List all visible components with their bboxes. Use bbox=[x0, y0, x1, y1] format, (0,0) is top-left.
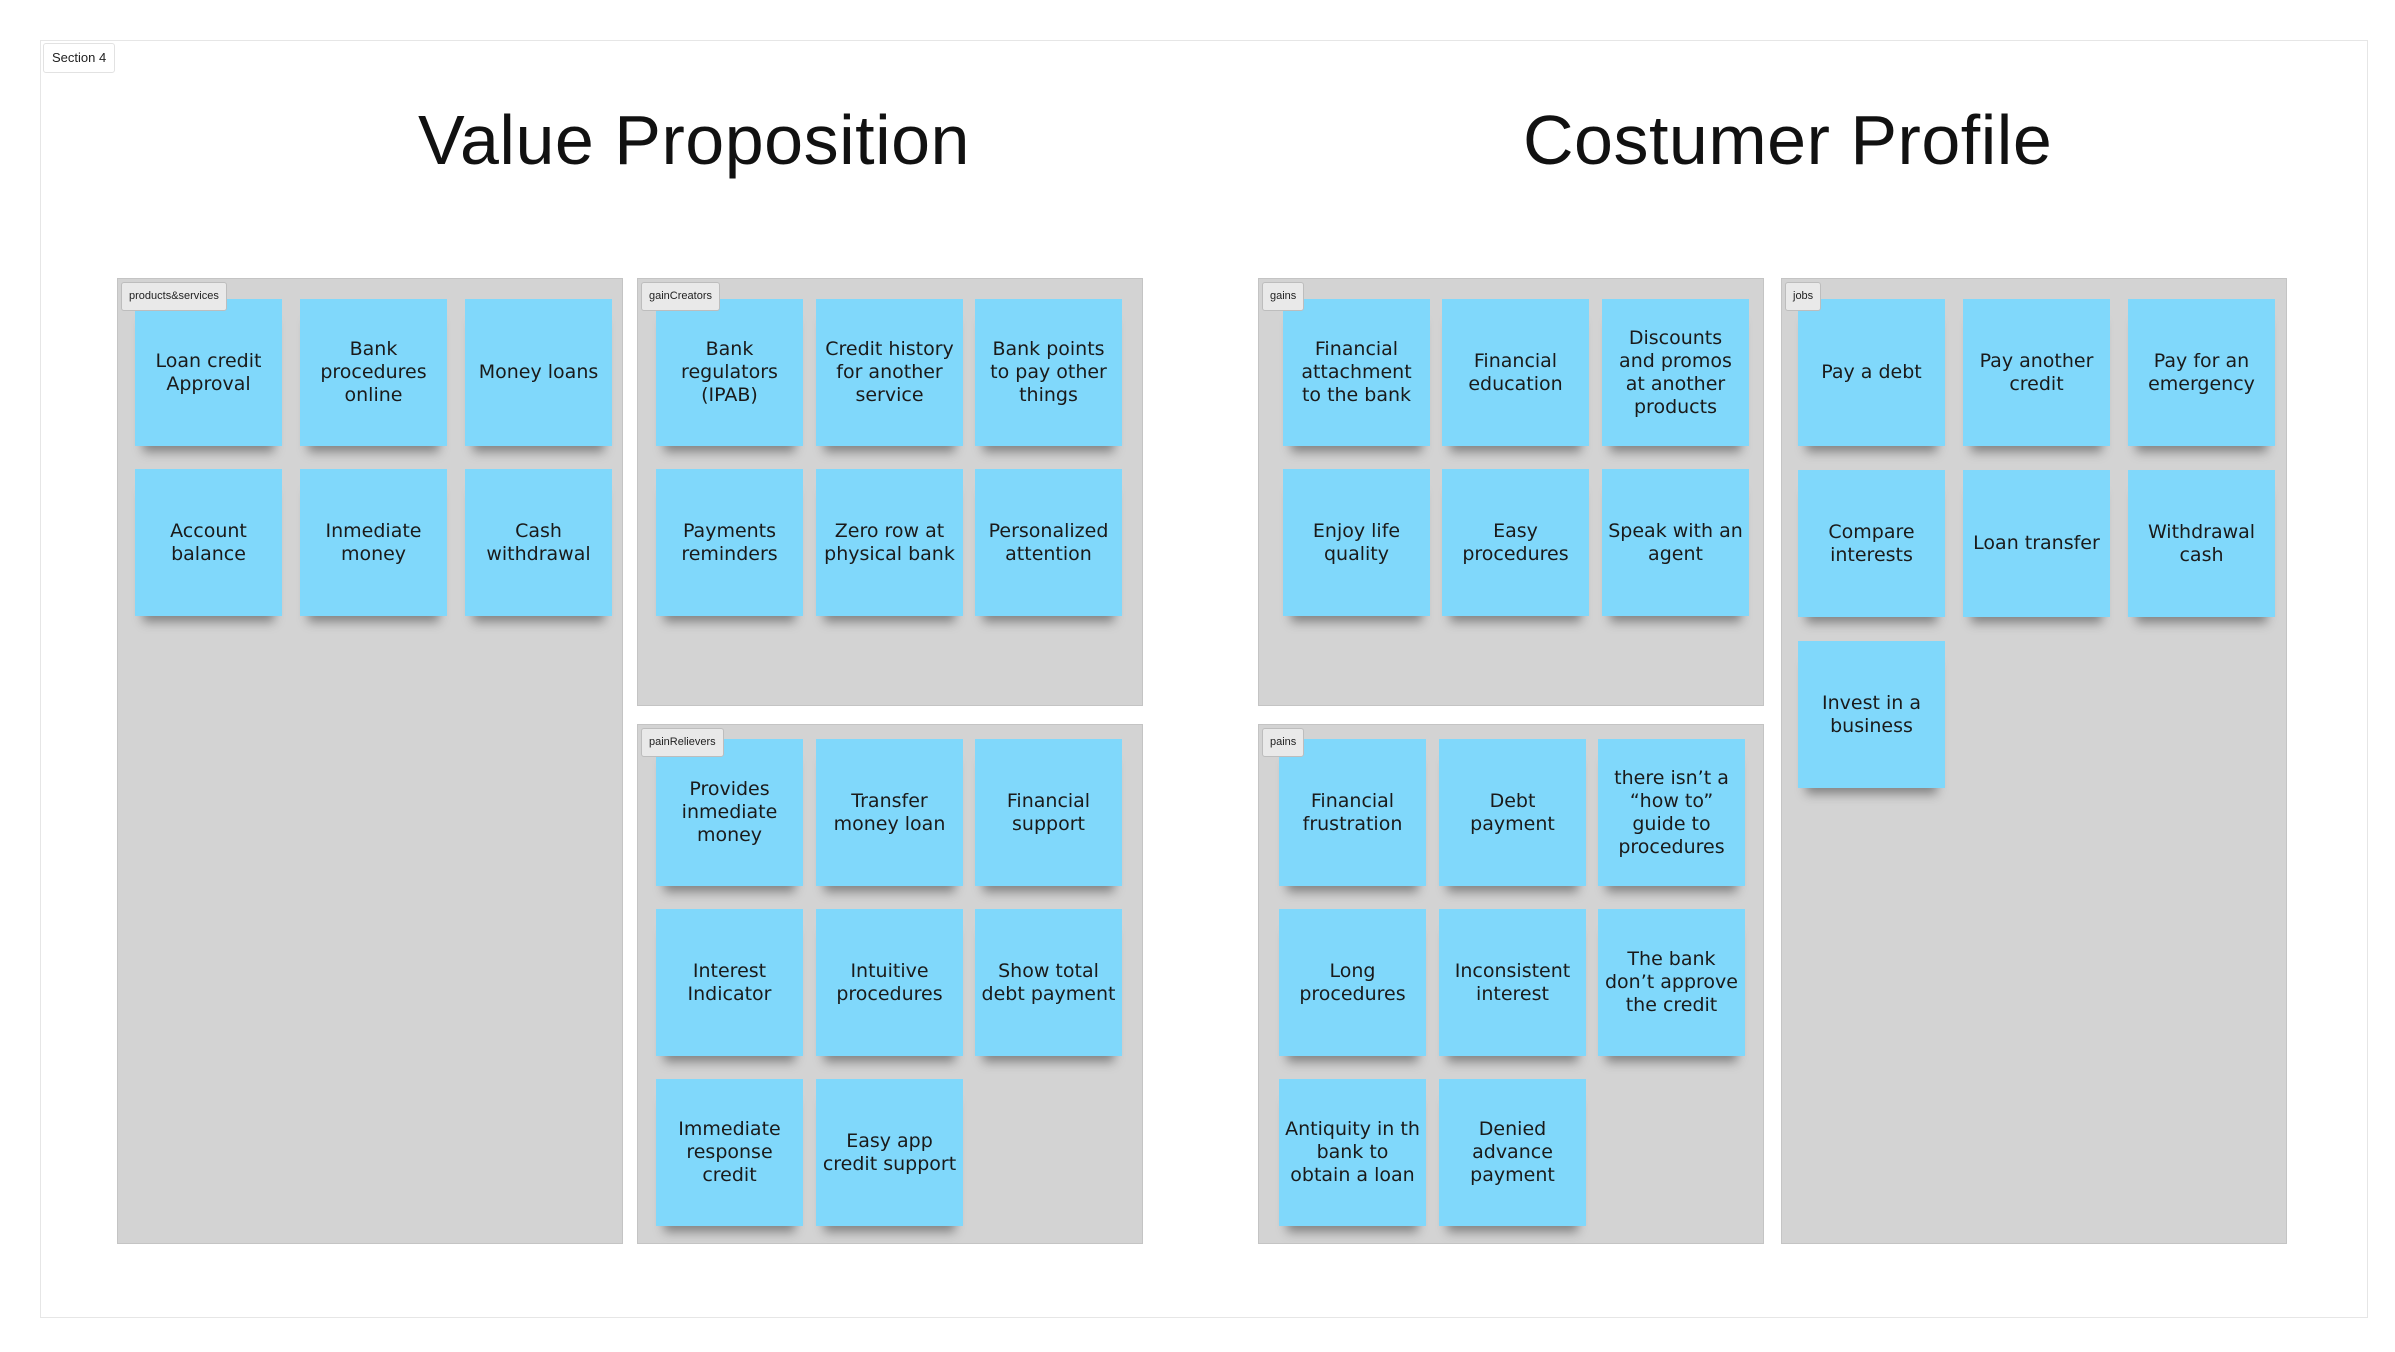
sticky-note[interactable]: Loan credit Approval bbox=[135, 299, 282, 446]
panel-gains[interactable]: gains Financial attachment to the bank F… bbox=[1258, 278, 1764, 706]
sticky-note[interactable]: Antiquity in th bank to obtain a loan bbox=[1279, 1079, 1426, 1226]
sticky-note[interactable]: The bank don’t approve the credit bbox=[1598, 909, 1745, 1056]
sticky-note[interactable]: Bank regulators (IPAB) bbox=[656, 299, 803, 446]
panel-label-pain-relievers: painRelievers bbox=[641, 728, 724, 757]
section-frame[interactable] bbox=[40, 40, 2368, 1318]
sticky-note[interactable]: Pay for an emergency bbox=[2128, 299, 2275, 446]
sticky-note[interactable]: Immediate response credit bbox=[656, 1079, 803, 1226]
sticky-note[interactable]: Discounts and promos at another products bbox=[1602, 299, 1749, 446]
sticky-note[interactable]: Bank points to pay other things bbox=[975, 299, 1122, 446]
sticky-note[interactable]: Personalized attention bbox=[975, 469, 1122, 616]
sticky-note[interactable]: Enjoy life quality bbox=[1283, 469, 1430, 616]
sticky-note[interactable]: Pay a debt bbox=[1798, 299, 1945, 446]
sticky-note[interactable]: Zero row at physical bank bbox=[816, 469, 963, 616]
costumer-profile-title[interactable]: Costumer Profile bbox=[1523, 101, 2053, 179]
sticky-note[interactable]: Financial support bbox=[975, 739, 1122, 886]
sticky-note[interactable]: Provides inmediate money bbox=[656, 739, 803, 886]
sticky-note[interactable]: Compare interests bbox=[1798, 470, 1945, 617]
sticky-note[interactable]: Inconsistent interest bbox=[1439, 909, 1586, 1056]
panel-gain-creators[interactable]: gainCreators Bank regulators (IPAB) Cred… bbox=[637, 278, 1143, 706]
sticky-note[interactable]: Speak with an agent bbox=[1602, 469, 1749, 616]
sticky-note[interactable]: Bank procedures online bbox=[300, 299, 447, 446]
sticky-note[interactable]: Payments reminders bbox=[656, 469, 803, 616]
sticky-note[interactable]: Money loans bbox=[465, 299, 612, 446]
sticky-note[interactable]: Account balance bbox=[135, 469, 282, 616]
panel-label-products-services: products&services bbox=[121, 282, 227, 311]
sticky-note[interactable]: Withdrawal cash bbox=[2128, 470, 2275, 617]
sticky-note[interactable]: Intuitive procedures bbox=[816, 909, 963, 1056]
sticky-note[interactable]: Interest Indicator bbox=[656, 909, 803, 1056]
sticky-note[interactable]: Inmediate money bbox=[300, 469, 447, 616]
panel-pain-relievers[interactable]: painRelievers Provides inmediate money T… bbox=[637, 724, 1143, 1244]
sticky-note[interactable]: Financial education bbox=[1442, 299, 1589, 446]
sticky-note[interactable]: Cash withdrawal bbox=[465, 469, 612, 616]
sticky-note[interactable]: Denied advance payment bbox=[1439, 1079, 1586, 1226]
value-proposition-title[interactable]: Value Proposition bbox=[418, 101, 970, 179]
sticky-note[interactable]: Easy procedures bbox=[1442, 469, 1589, 616]
panel-label-gain-creators: gainCreators bbox=[641, 282, 720, 311]
sticky-note[interactable]: Credit history for another service bbox=[816, 299, 963, 446]
sticky-note[interactable]: Debt payment bbox=[1439, 739, 1586, 886]
sticky-note[interactable]: Transfer money loan bbox=[816, 739, 963, 886]
sticky-note[interactable]: there isn’t a “how to” guide to procedur… bbox=[1598, 739, 1745, 886]
panel-label-gains: gains bbox=[1262, 282, 1305, 311]
sticky-note[interactable]: Easy app credit support bbox=[816, 1079, 963, 1226]
sticky-note[interactable]: Invest in a business bbox=[1798, 641, 1945, 788]
panel-jobs[interactable]: jobs Pay a debt Pay another credit Pay f… bbox=[1781, 278, 2287, 1244]
sticky-note[interactable]: Long procedures bbox=[1279, 909, 1426, 1056]
panel-products-services[interactable]: products&services Loan credit Approval B… bbox=[117, 278, 623, 1244]
panel-label-jobs: jobs bbox=[1785, 282, 1822, 311]
sticky-note[interactable]: Loan transfer bbox=[1963, 470, 2110, 617]
sticky-note[interactable]: Financial attachment to the bank bbox=[1283, 299, 1430, 446]
panel-pains[interactable]: pains Financial frustration Debt payment… bbox=[1258, 724, 1764, 1244]
sticky-note[interactable]: Pay another credit bbox=[1963, 299, 2110, 446]
section-label[interactable]: Section 4 bbox=[43, 43, 116, 73]
sticky-note[interactable]: Show total debt payment bbox=[975, 909, 1122, 1056]
panel-label-pains: pains bbox=[1262, 728, 1305, 757]
sticky-note[interactable]: Financial frustration bbox=[1279, 739, 1426, 886]
